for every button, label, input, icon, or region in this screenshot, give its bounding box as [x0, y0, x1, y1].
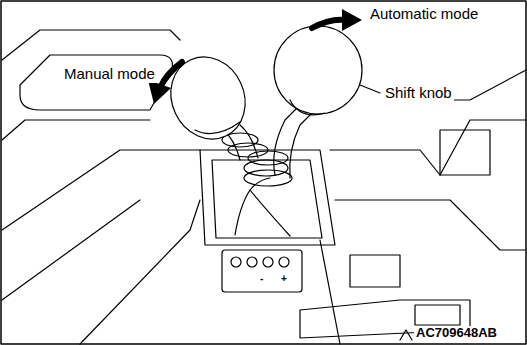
drawing-mark: [400, 330, 412, 340]
switch-panel: [300, 130, 490, 338]
button-symbol: +: [279, 273, 289, 284]
mode-arrows: [148, 9, 362, 104]
drawing-code: AC709648AB: [414, 326, 499, 340]
part-label: Shift knob: [383, 85, 454, 102]
button-panel: [222, 250, 302, 292]
shift-boot: [200, 150, 335, 245]
knob-manual-position: [158, 45, 268, 160]
mode-label: Manual mode: [62, 66, 157, 83]
knob-automatic-position: [244, 26, 362, 186]
mode-label: Automatic mode: [368, 6, 480, 23]
console-outline: [2, 30, 526, 344]
leader-line: [360, 85, 380, 93]
button-symbol: -: [258, 273, 265, 284]
